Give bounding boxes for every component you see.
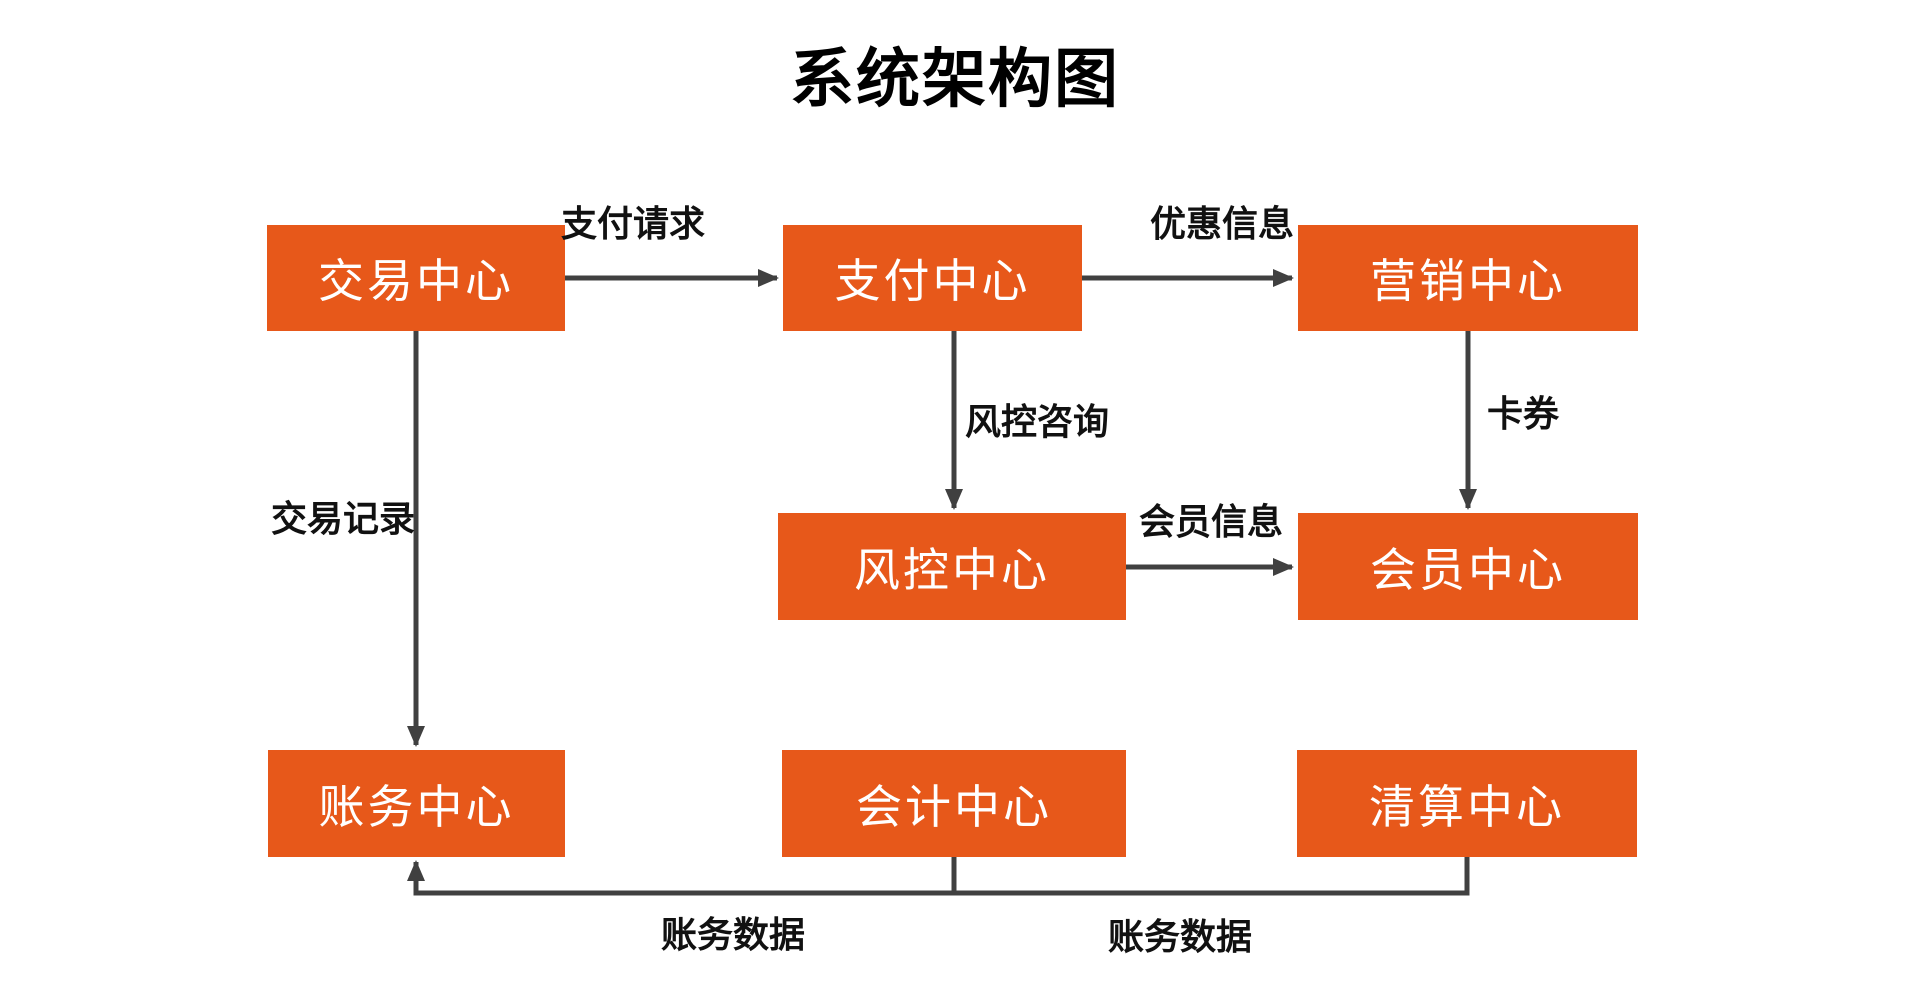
edge-label-trade-record: 交易记录	[270, 498, 416, 539]
edge-label-member-info: 会员信息	[1138, 501, 1284, 542]
edge-label-discount-info: 优惠信息	[1149, 203, 1295, 244]
edge-label-card-coupon: 卡券	[1486, 393, 1560, 434]
edge-label-payment-request: 支付请求	[560, 203, 706, 244]
node-trade-center: 交易中心	[267, 225, 565, 331]
edge-label-risk-consult: 风控咨询	[964, 401, 1110, 442]
node-accounting-center: 会计中心	[782, 750, 1126, 857]
diagram-title: 系统架构图	[790, 43, 1120, 115]
edge-clearing-to-account	[407, 857, 1470, 896]
edge-label-account-data-right: 账务数据	[1107, 916, 1253, 957]
node-risk-center: 风控中心	[778, 513, 1126, 620]
node-payment-center: 支付中心	[783, 225, 1082, 331]
node-account-center: 账务中心	[268, 750, 565, 857]
node-member-center: 会员中心	[1298, 513, 1638, 620]
edge-label-account-data-left: 账务数据	[660, 914, 806, 955]
node-marketing-center: 营销中心	[1298, 225, 1638, 331]
node-clearing-center: 清算中心	[1297, 750, 1637, 857]
